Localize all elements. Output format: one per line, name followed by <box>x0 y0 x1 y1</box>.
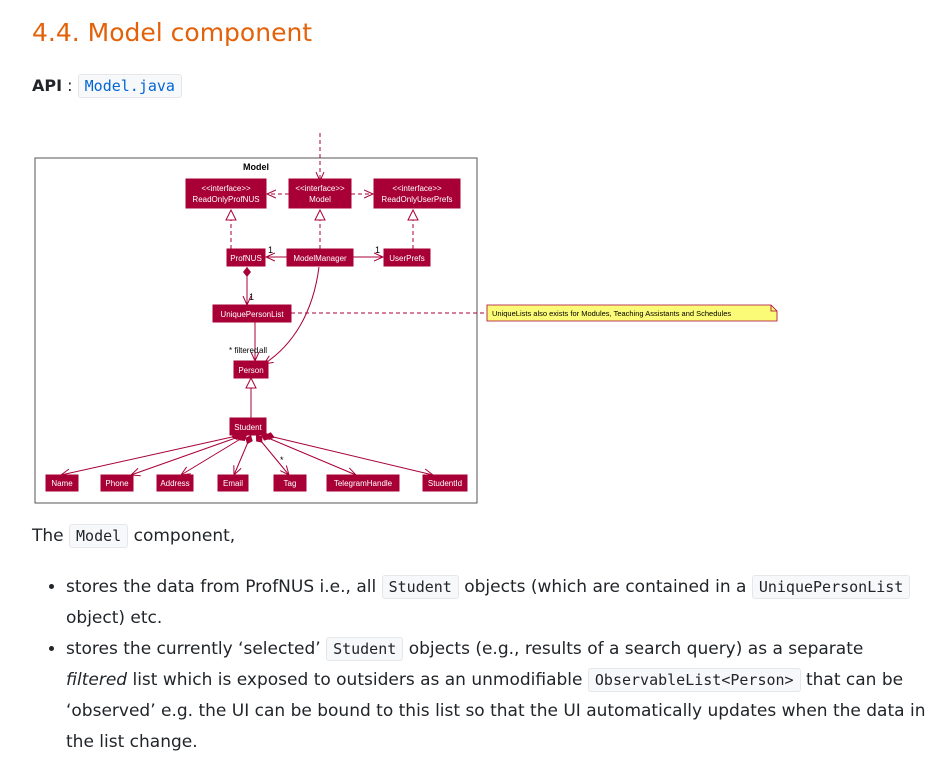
inline-code-observablelist: ObservableList<Person> <box>587 668 801 692</box>
box-person: Person <box>233 360 269 379</box>
label-filtered: * filtered <box>229 346 258 355</box>
feature-list: stores the data from ProfNUS i.e., all S… <box>32 572 926 758</box>
box-modelmanager: ModelManager <box>286 248 354 267</box>
box-telegramhandle: TelegramHandle <box>326 474 400 492</box>
svg-text:Student: Student <box>234 423 262 432</box>
svg-text:Email: Email <box>223 479 243 488</box>
svg-text:Name: Name <box>51 479 73 488</box>
box-name: Name <box>45 474 79 492</box>
page-title: 4.4. Model component <box>32 18 313 47</box>
svg-text:<<interface>>: <<interface>> <box>201 184 251 193</box>
mult-profnus: 1 <box>268 245 273 255</box>
box-tag: Tag <box>273 474 307 492</box>
inline-code-student: Student <box>326 637 404 661</box>
uml-diagram-svg: Model 1 1 1 * filtered all * <<interface… <box>31 123 783 513</box>
api-link[interactable]: Model.java <box>77 74 182 98</box>
uml-note: UniqueLists also exists for Modules, Tea… <box>486 304 778 322</box>
svg-text:UserPrefs: UserPrefs <box>389 254 425 263</box>
box-address: Address <box>156 474 194 492</box>
svg-text:Address: Address <box>160 479 189 488</box>
box-profnus: ProfNUS <box>226 248 266 267</box>
list-item: stores the data from ProfNUS i.e., all S… <box>66 572 926 634</box>
inline-code-student: Student <box>381 575 459 599</box>
box-model-interface: <<interface>> Model <box>288 178 352 209</box>
svg-text:<<interface>>: <<interface>> <box>295 184 345 193</box>
package-frame <box>34 157 478 504</box>
svg-text:ReadOnlyProfNUS: ReadOnlyProfNUS <box>192 195 259 204</box>
svg-text:UniqueLists also exists for Mo: UniqueLists also exists for Modules, Tea… <box>492 309 731 318</box>
inline-code-model: Model <box>69 524 129 548</box>
box-userprefs: UserPrefs <box>383 248 431 267</box>
box-phone: Phone <box>100 474 134 492</box>
box-student: Student <box>229 417 267 436</box>
svg-text:ProfNUS: ProfNUS <box>230 254 262 263</box>
svg-text:Phone: Phone <box>105 479 129 488</box>
inline-code-uniquepersonlist: UniquePersonList <box>751 575 911 599</box>
box-studentid: StudentId <box>422 474 468 492</box>
label-all: all <box>259 346 267 355</box>
svg-text:TelegramHandle: TelegramHandle <box>334 479 393 488</box>
api-line: API : Model.java <box>32 74 182 98</box>
api-label: API <box>32 76 63 95</box>
box-ro-userprefs: <<interface>> ReadOnlyUserPrefs <box>373 178 461 209</box>
box-email: Email <box>217 474 249 492</box>
svg-text:UniquePersonList: UniquePersonList <box>220 310 284 319</box>
package-title: Model <box>243 162 269 172</box>
svg-text:<<interface>>: <<interface>> <box>392 184 442 193</box>
mult-upl: 1 <box>249 292 254 302</box>
svg-text:Model: Model <box>309 195 331 204</box>
svg-text:Tag: Tag <box>284 479 297 488</box>
svg-text:StudentId: StudentId <box>428 479 462 488</box>
mult-tag: * <box>280 455 284 465</box>
svg-text:Person: Person <box>238 366 263 375</box>
mult-userprefs: 1 <box>375 245 380 255</box>
list-item: stores the currently ‘selected’ Student … <box>66 634 926 758</box>
api-separator: : <box>67 76 73 95</box>
intro-paragraph: The Model component, <box>32 524 236 548</box>
model-class-diagram: Model 1 1 1 * filtered all * <<interface… <box>31 123 783 513</box>
box-uniquepersonlist: UniquePersonList <box>212 304 292 323</box>
svg-text:ReadOnlyUserPrefs: ReadOnlyUserPrefs <box>381 195 452 204</box>
box-ro-profnus: <<interface>> ReadOnlyProfNUS <box>185 178 267 209</box>
svg-text:ModelManager: ModelManager <box>293 254 347 263</box>
